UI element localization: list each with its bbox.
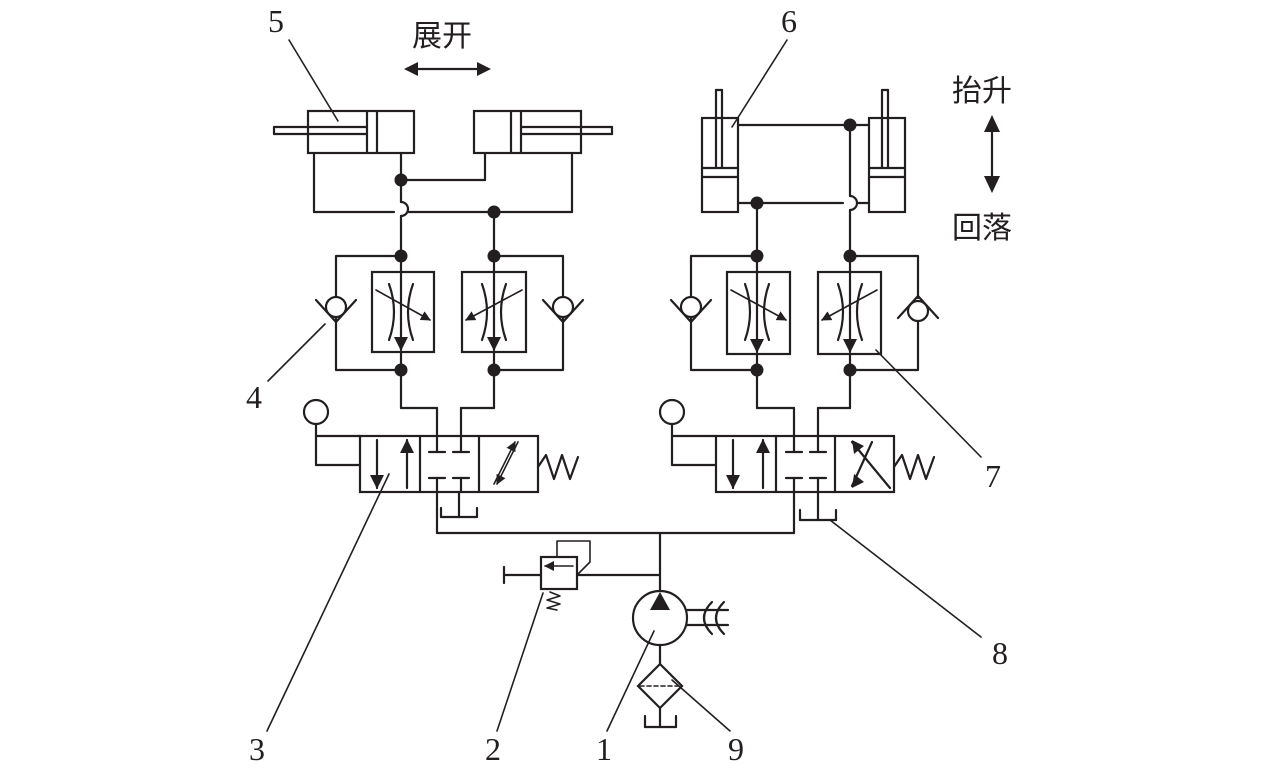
left-flow-control-group <box>314 249 585 377</box>
leader-lines <box>266 39 982 732</box>
left-check-valve <box>314 295 358 324</box>
left-flow-valve-a <box>370 254 436 372</box>
left-check-valve-2 <box>541 295 585 324</box>
supply-circuit <box>435 490 796 729</box>
filter <box>636 662 684 729</box>
right-manual-knob <box>658 398 686 426</box>
expand-direction-arrow <box>404 62 491 76</box>
callout-1: 1 <box>596 731 612 767</box>
lift-cylinder-left <box>700 116 740 214</box>
left-flow-valve-b <box>460 254 528 372</box>
right-check-valve-a <box>669 295 713 324</box>
callout-3: 3 <box>249 731 265 767</box>
right-cylinder-assembly <box>700 88 907 258</box>
pump <box>631 589 730 666</box>
right-check-valve-b <box>896 294 940 323</box>
right-flow-valve-a <box>725 254 792 372</box>
callout-6: 6 <box>781 3 797 39</box>
left-manual-knob <box>302 398 330 426</box>
fall-label: 回落 <box>952 211 1012 246</box>
left-directional-valve <box>302 368 580 519</box>
lift-fall-direction-arrow <box>984 115 1000 193</box>
callout-7: 7 <box>985 458 1001 494</box>
right-directional-valve <box>658 368 936 522</box>
right-cylinder-body <box>472 109 583 155</box>
expand-label: 展开 <box>412 19 472 54</box>
left-cylinder-body <box>306 109 416 155</box>
callout-8: 8 <box>992 635 1008 671</box>
callout-9: 9 <box>728 731 744 767</box>
relief-valve <box>502 540 662 611</box>
lift-label: 抬升 <box>952 74 1012 109</box>
callout-2: 2 <box>485 731 501 767</box>
callout-5: 5 <box>268 3 284 39</box>
right-flow-control-group <box>669 249 940 377</box>
callout-4: 4 <box>246 379 262 415</box>
left-cylinder-assembly <box>272 109 614 258</box>
right-flow-valve-b <box>816 254 883 372</box>
